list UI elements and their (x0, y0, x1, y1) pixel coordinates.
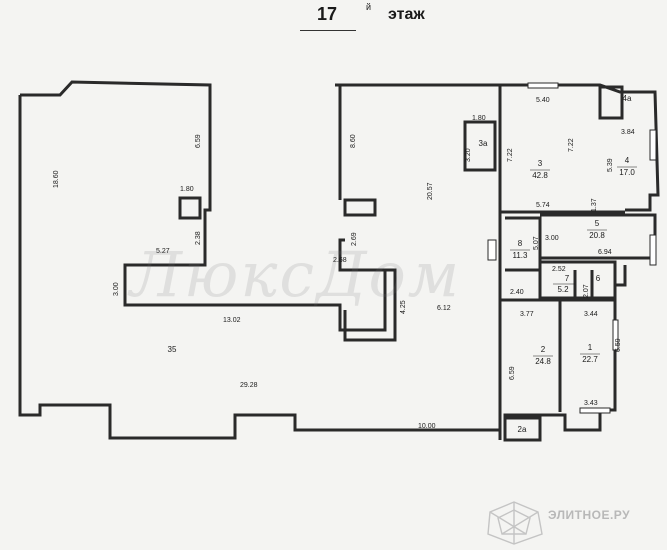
dimension: 4.25 (400, 300, 407, 314)
dimension: 5.40 (536, 97, 550, 104)
dimension: 10.00 (418, 423, 436, 430)
dimension: 20.57 (427, 182, 434, 200)
dimension: 5.39 (607, 158, 614, 172)
room-area: 42.8 (532, 171, 548, 180)
room-number: 1 (588, 343, 593, 352)
dimension: 6.59 (509, 366, 516, 380)
dimension: 8.60 (350, 134, 357, 148)
wall-center-left (335, 83, 342, 200)
room-number: 2а (518, 425, 527, 434)
floor-label: этаж (388, 6, 425, 23)
dimension: 3.44 (584, 311, 598, 318)
dimension: 3.84 (621, 129, 635, 136)
dimension: 3.77 (520, 311, 534, 318)
dimension: 29.28 (240, 382, 258, 389)
room-number: 5 (595, 219, 600, 228)
room-number: 4а (623, 94, 632, 103)
dimension: 6.12 (437, 305, 451, 312)
wall-7-box (538, 260, 617, 300)
dimension: 2.40 (510, 289, 524, 296)
room-area: 22.7 (582, 355, 598, 364)
diamond-logo-icon (487, 501, 543, 545)
wall-left-outer (18, 95, 500, 440)
window-6 (487, 239, 497, 261)
watermark-logo: ЛюксДом (130, 238, 462, 311)
dimension: 1.80 (180, 186, 194, 193)
window-3 (649, 234, 657, 266)
dimension: 1.37 (591, 198, 598, 212)
wall-8-box (505, 216, 542, 272)
room-number: 7 (565, 274, 570, 283)
room-number: 3 (538, 159, 543, 168)
dimension: 6.94 (598, 249, 612, 256)
room-number: 3а (479, 139, 488, 148)
dimension: 5.27 (156, 248, 170, 255)
room-number: 6 (596, 274, 601, 283)
wall-4a-box (598, 85, 624, 120)
dimension: 18.60 (53, 170, 60, 188)
dimension: 5.07 (533, 236, 540, 250)
floor-number-suffix: й (366, 2, 372, 12)
dimension: 3.00 (113, 282, 120, 296)
dimension: 3.20 (465, 148, 472, 162)
wall-right-outer (500, 83, 660, 212)
dimension: 5.74 (536, 202, 550, 209)
dimension: 7.22 (568, 138, 575, 152)
wall-center-shaft (343, 268, 397, 342)
floor-underline (300, 30, 356, 31)
dimension: 2.68 (333, 257, 347, 264)
dimension: 2.07 (583, 284, 590, 298)
window-5 (579, 407, 611, 414)
room-area: 11.3 (513, 251, 529, 260)
window-1 (527, 82, 559, 89)
dimension: 13.02 (223, 317, 241, 324)
room-area: 5.2 (557, 285, 569, 294)
floor-number: 17 (317, 4, 338, 24)
room-number: 8 (518, 239, 523, 248)
site-branding: ЭЛИТНОЕ.РУ (548, 508, 631, 522)
dimension: 3.00 (545, 235, 559, 242)
dimension: 2.69 (351, 232, 358, 246)
dimension: 2.52 (552, 266, 566, 273)
wall-left-unit (20, 80, 387, 332)
dimension: 7.22 (507, 148, 514, 162)
wall-col-mid (343, 198, 377, 217)
wall-2a-box (503, 416, 542, 442)
dimension: 2.38 (195, 231, 202, 245)
room-area: 17.0 (619, 168, 635, 177)
room-number: 2 (541, 345, 546, 354)
dimension: 1.80 (472, 115, 486, 122)
dimension: 3.43 (584, 400, 598, 407)
window-2 (649, 129, 657, 161)
wall-col-left (178, 196, 202, 220)
room-number: 35 (168, 345, 177, 354)
room-area: 24.8 (535, 357, 551, 366)
room-number: 4 (625, 156, 630, 165)
wall-3a-box (463, 120, 497, 172)
dimension: 6.59 (615, 338, 622, 352)
dimension: 6.59 (195, 134, 202, 148)
window-4 (612, 319, 619, 351)
room-area: 20.8 (589, 231, 605, 240)
